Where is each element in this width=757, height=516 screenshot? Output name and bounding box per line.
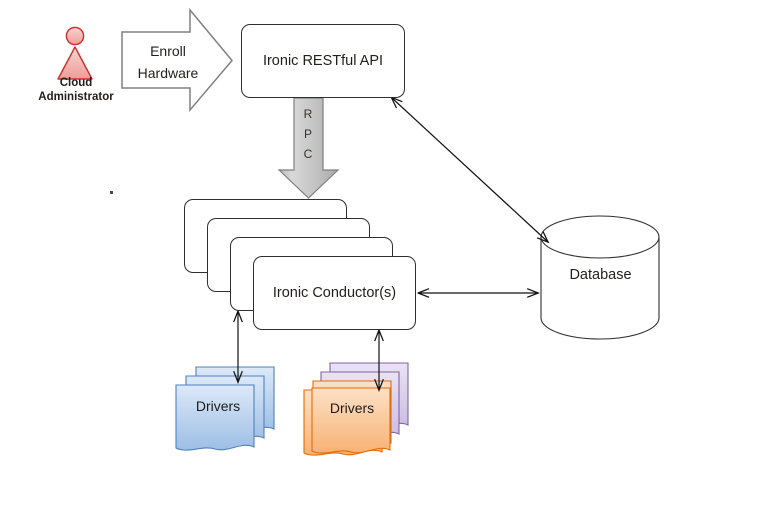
ironic-restful-api-label: Ironic RESTful API — [262, 53, 384, 69]
drivers-left-label: Drivers — [195, 398, 241, 414]
connector-api-database — [392, 98, 548, 242]
enroll-label-line2: Hardware — [137, 65, 199, 81]
drivers-left-stack — [175, 366, 275, 451]
database-cylinder — [540, 215, 660, 340]
rpc-block-arrow — [277, 97, 340, 199]
ironic-restful-api-node[interactable]: Ironic RESTful API — [241, 24, 405, 98]
actor-label-line2: Administrator — [38, 91, 114, 103]
actor-label-line1: Cloud — [59, 77, 93, 89]
enroll-hardware-block-arrow — [121, 7, 233, 113]
cloud-administrator-icon — [57, 26, 93, 80]
ironic-conductor-label: Ironic Conductor(s) — [272, 285, 397, 301]
drivers-right-stack — [303, 362, 409, 456]
drivers-right-label: Drivers — [329, 400, 375, 416]
speck-artifact — [110, 191, 113, 194]
database-label: Database — [569, 267, 632, 283]
rpc-char-2: P — [303, 127, 312, 141]
rpc-char-3: C — [303, 147, 313, 161]
enroll-label-line1: Enroll — [150, 43, 186, 59]
rpc-char-1: R — [303, 107, 313, 121]
ironic-conductor-node[interactable]: Ironic Conductor(s) — [253, 256, 416, 330]
